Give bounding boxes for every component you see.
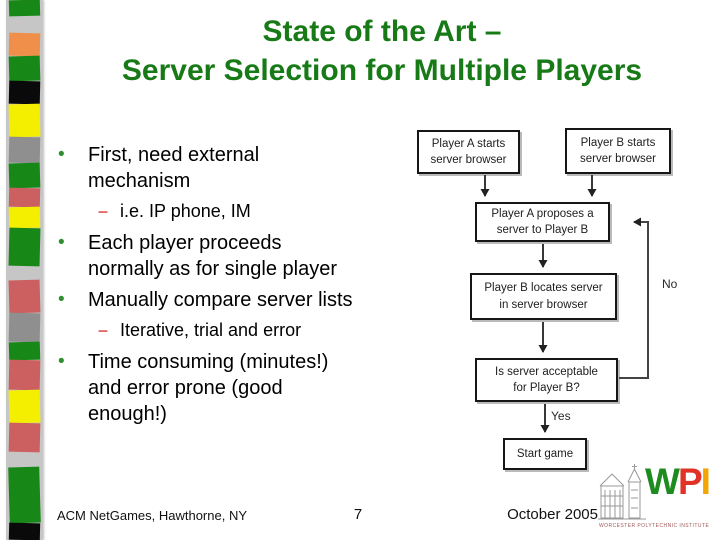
filmstrip-decoration bbox=[6, 0, 43, 540]
filmstrip-block bbox=[8, 162, 41, 189]
bullet-item: • Time consuming (minutes!) and error pr… bbox=[58, 349, 443, 427]
wpi-letter-i: I bbox=[700, 461, 711, 502]
flowchart-box-player-b-starts: Player B starts server browser bbox=[565, 128, 671, 174]
bullet-dot-icon: • bbox=[58, 289, 65, 310]
dash-icon: – bbox=[98, 201, 109, 221]
filmstrip-block bbox=[8, 522, 41, 540]
wpi-letter-p: P bbox=[677, 461, 703, 502]
filmstrip-block bbox=[8, 103, 41, 138]
filmstrip-block bbox=[8, 227, 41, 267]
bullet-text: Manually compare server lists bbox=[88, 289, 353, 311]
sub-bullet-item: – i.e. IP phone, IM bbox=[58, 199, 443, 223]
filmstrip-block bbox=[8, 466, 41, 524]
title-line-2: Server Selection for Multiple Players bbox=[121, 54, 643, 87]
footer-page-number: 7 bbox=[353, 506, 363, 523]
filmstrip-block bbox=[8, 422, 41, 453]
dash-icon: – bbox=[98, 320, 109, 340]
flowchart-box-player-a-starts: Player A starts server browser bbox=[417, 130, 520, 174]
filmstrip-block bbox=[8, 341, 41, 361]
wpi-logo: WPI WORCESTER POLYTECHNIC INSTITUTE bbox=[598, 458, 718, 538]
flowchart-box-propose-server: Player A proposes a server to Player B bbox=[475, 202, 610, 242]
footer-venue: ACM NetGames, Hawthorne, NY bbox=[57, 508, 248, 523]
bullet-item: • Manually compare server lists bbox=[58, 287, 443, 313]
bullet-list: • First, need external mechanism – i.e. … bbox=[58, 142, 443, 432]
filmstrip-block bbox=[8, 32, 41, 57]
edge-label-yes: Yes bbox=[551, 409, 571, 423]
filmstrip-block bbox=[8, 80, 41, 105]
sub-bullet-item: – Iterative, trial and error bbox=[58, 318, 443, 342]
bullet-dot-icon: • bbox=[58, 232, 65, 253]
bullet-text: Each player proceeds normally as for sin… bbox=[88, 232, 337, 280]
bullet-dot-icon: • bbox=[58, 351, 65, 372]
wpi-caption: WORCESTER POLYTECHNIC INSTITUTE bbox=[599, 523, 710, 529]
filmstrip-block bbox=[8, 312, 41, 343]
footer-date: October 2005 bbox=[507, 506, 598, 523]
page-title: State of the Art – Server Selection for … bbox=[46, 12, 718, 90]
filmstrip-block bbox=[8, 389, 41, 424]
flowchart-box-server-acceptable: Is server acceptable for Player B? bbox=[475, 358, 618, 402]
sub-bullet-text: Iterative, trial and error bbox=[120, 320, 302, 340]
bullet-text: Time consuming (minutes!) and error pron… bbox=[88, 351, 329, 425]
filmstrip-block bbox=[8, 279, 41, 314]
sub-bullet-text: i.e. IP phone, IM bbox=[120, 201, 251, 221]
wpi-tower-icon bbox=[598, 464, 646, 520]
title-line-1: State of the Art – bbox=[262, 15, 502, 48]
filmstrip-block bbox=[8, 206, 41, 229]
arrow-no-loop bbox=[619, 217, 649, 379]
bullet-text: First, need external mechanism bbox=[88, 144, 260, 192]
bullet-item: • Each player proceeds normally as for s… bbox=[58, 230, 443, 282]
filmstrip-block bbox=[8, 359, 41, 391]
filmstrip-block bbox=[8, 136, 41, 164]
wpi-letter-w: W bbox=[645, 461, 680, 502]
filmstrip-block bbox=[8, 55, 41, 82]
bullet-dot-icon: • bbox=[58, 144, 65, 165]
filmstrip-block bbox=[8, 0, 41, 17]
flowchart-box-start-game: Start game bbox=[503, 438, 587, 470]
filmstrip-block bbox=[8, 187, 41, 208]
wpi-wordmark: WPI bbox=[645, 461, 711, 502]
bullet-item: • First, need external mechanism bbox=[58, 142, 443, 194]
flowchart-box-locate-server: Player B locates server in server browse… bbox=[470, 273, 617, 320]
edge-label-no: No bbox=[662, 277, 678, 291]
